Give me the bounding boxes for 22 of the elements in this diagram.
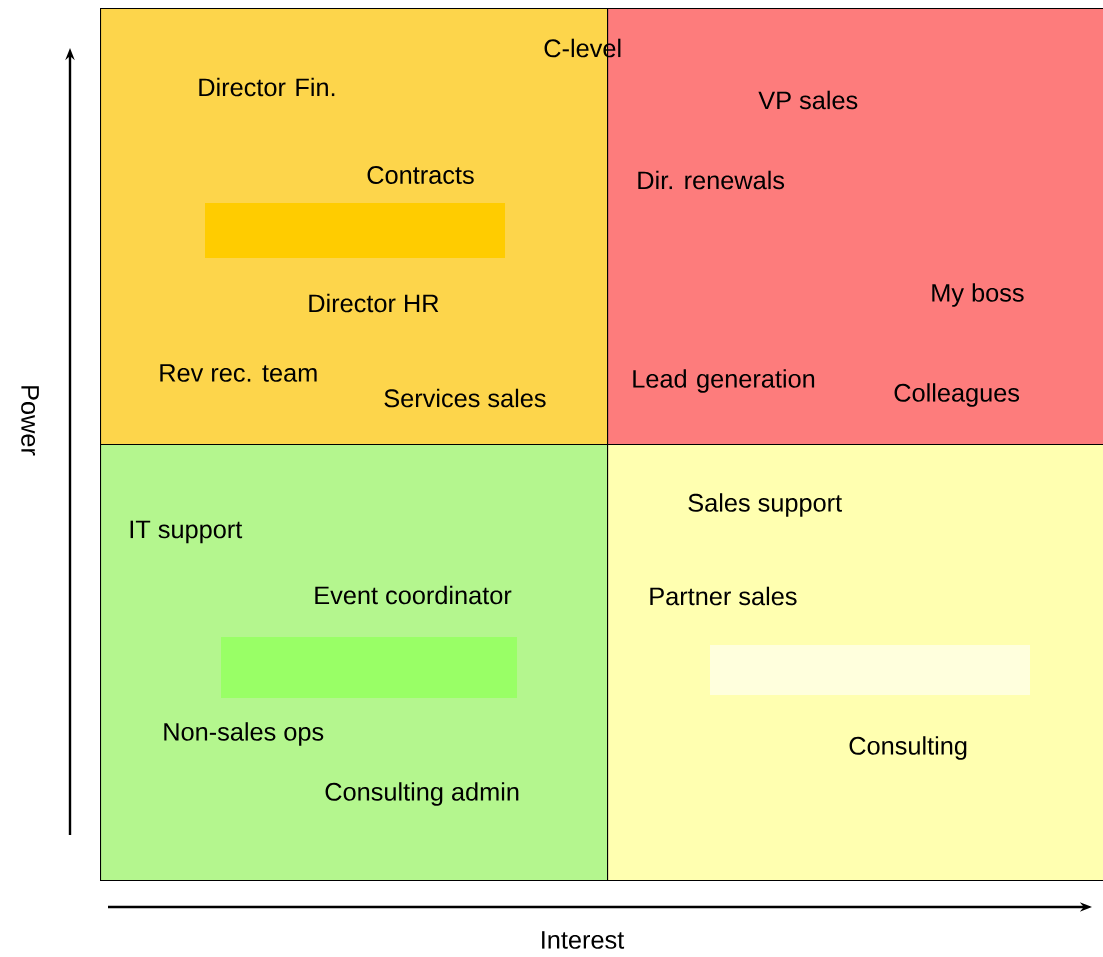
stakeholder-label: Consulting — [849, 736, 967, 760]
stakeholder-label: Consulting admin — [325, 782, 519, 806]
stakeholder-label: Colleagues — [894, 383, 1020, 407]
stakeholder-label: Sales support — [688, 493, 842, 517]
stakeholder-label: Director Fin. — [199, 77, 335, 97]
stakeholder-label: IT support — [130, 520, 243, 544]
stakeholder-label: Director HR — [309, 293, 439, 313]
stakeholder-label: Contracts — [367, 166, 474, 184]
highlight-bar — [710, 645, 1030, 695]
highlight-bar — [205, 203, 505, 258]
stakeholder-label: Lead generation — [633, 369, 815, 393]
highlight-bar — [221, 637, 517, 698]
stakeholder-label: Event coordinator — [315, 585, 512, 605]
stakeholder-label: Partner sales — [650, 586, 797, 606]
stakeholder-label: Non-sales ops — [164, 722, 324, 746]
axis-label: Interest — [542, 931, 625, 949]
stakeholder-label: My boss — [932, 283, 1024, 307]
axis-label: Power — [21, 386, 39, 456]
stakeholder-label: Services sales — [384, 388, 546, 408]
stakeholder-label: Dir. renewals — [638, 170, 785, 190]
stakeholder-label: Rev rec. team — [160, 364, 317, 382]
stakeholder-label: VP sales — [758, 90, 858, 110]
